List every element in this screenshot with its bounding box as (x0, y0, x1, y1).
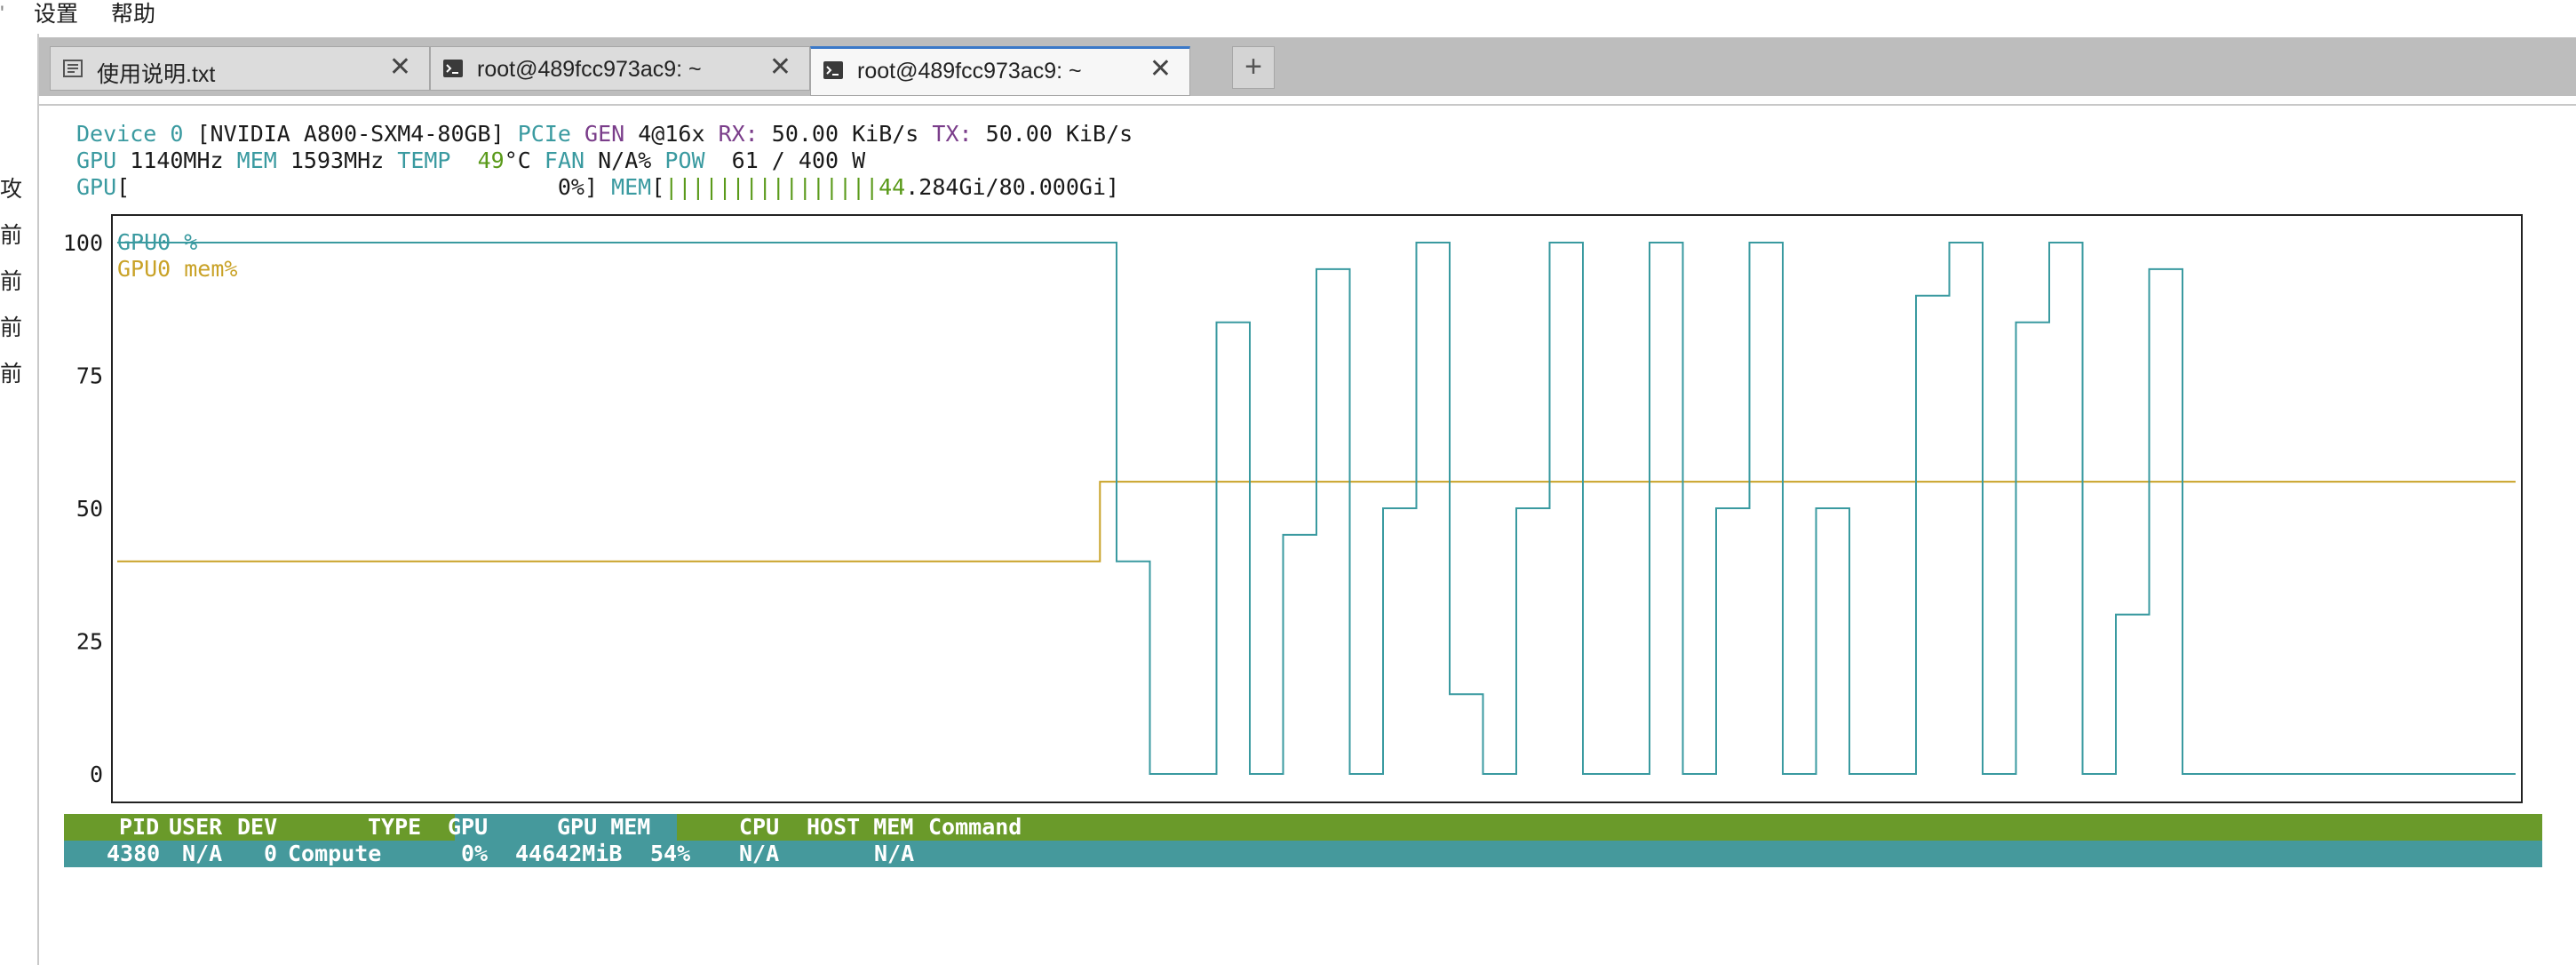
y-tick-label: 25 (76, 629, 103, 655)
row-host-mem: N/A (874, 841, 915, 866)
menu-item-settings[interactable]: 设置 (34, 2, 79, 27)
gpu-util-label: GPU (76, 174, 117, 200)
header-pid: PID (119, 814, 160, 840)
temp-value: 49 (477, 148, 505, 173)
tx-label: TX: (932, 121, 973, 147)
tab-label: 使用说明.txt (97, 62, 216, 87)
y-tick-label: 50 (76, 496, 103, 522)
left-panel-text[interactable]: 前 (0, 223, 23, 248)
clock-info-line: GPU 1140MHz MEM 1593MHz TEMP 49°C FAN N/… (76, 148, 865, 174)
new-tab-button[interactable]: + (1232, 46, 1275, 89)
y-tick-label: 100 (63, 230, 103, 256)
series-line-gpu-util (117, 242, 2516, 775)
left-panel-text[interactable]: 前 (0, 362, 23, 387)
mem-total-value: .284Gi/80.000Gi] (905, 174, 1120, 200)
tab-terminal-2-active[interactable]: root@489fcc973ac9: ~ ✕ (810, 46, 1190, 96)
gen-value: 4@16x (638, 121, 705, 147)
left-panel-text[interactable]: 前 (0, 315, 23, 340)
document-icon (63, 60, 83, 77)
terminal-icon (443, 60, 463, 77)
header-user: USER (169, 814, 223, 840)
left-side-panel: 攻 前 前 前 前 (0, 34, 39, 965)
header-type: TYPE (368, 814, 422, 840)
temp-unit: °C (504, 148, 531, 173)
legend-entry: GPU0 mem% (117, 256, 237, 282)
header-host-mem: HOST MEM (807, 814, 914, 840)
header-command: Command (928, 814, 1022, 840)
left-panel-text[interactable]: 攻 (0, 177, 23, 202)
tab-readme[interactable]: 使用说明.txt ✕ (50, 46, 430, 91)
terminal-icon (823, 61, 843, 79)
row-pid: 4380 (107, 841, 161, 866)
pow-value: 61 / 400 W (731, 148, 866, 173)
mem-bar-open: [ (651, 174, 665, 200)
row-dev: 0 (264, 841, 278, 866)
terminal-view[interactable]: Device 0 [NVIDIA A800-SXM4-80GB] PCIe GE… (39, 106, 2576, 965)
row-user: N/A (182, 841, 223, 866)
fan-value: N/A% (598, 148, 652, 173)
close-icon[interactable]: ✕ (768, 52, 791, 82)
device-info-line: Device 0 [NVIDIA A800-SXM4-80GB] PCIe GE… (76, 121, 1133, 148)
gpu-clock-label: GPU (76, 148, 117, 173)
header-gpu: GPU (448, 814, 489, 840)
row-cpu: N/A (739, 841, 780, 866)
close-icon[interactable]: ✕ (388, 52, 411, 82)
rx-value: 50.00 KiB/s (771, 121, 919, 147)
gen-label: GEN (584, 121, 625, 147)
header-dev: DEV (237, 814, 278, 840)
tab-label: root@489fcc973ac9: ~ (857, 59, 1082, 84)
chart-frame (111, 214, 2523, 803)
header-cpu: CPU (739, 814, 780, 840)
tab-label: root@489fcc973ac9: ~ (477, 57, 702, 82)
pcie-label: PCIe (517, 121, 571, 147)
gpu-bar-open: [ (116, 174, 131, 200)
tab-bar: 使用说明.txt ✕ root@489fcc973ac9: ~ ✕ root@4… (39, 37, 2576, 96)
mem-clock-label: MEM (236, 148, 277, 173)
mem-util-label: MEM (611, 174, 652, 200)
gpu-name: [NVIDIA A800-SXM4-80GB] (196, 121, 505, 147)
usage-bar-line: GPU[ 0%] MEM[||||||||||||||||44.284Gi/80… (76, 174, 1119, 201)
header-gpu-mem: GPU MEM (557, 814, 651, 840)
divider (39, 104, 2576, 106)
process-table-header: PID USER DEV TYPE GPU GPU MEM CPU HOST M… (64, 814, 2542, 841)
rx-label: RX: (718, 121, 759, 147)
fan-label: FAN (544, 148, 585, 173)
gpu-usage-chart: 100 75 50 25 0 GPU0 %GPU0 mem% (63, 214, 2523, 803)
menu-item-help[interactable]: 帮助 (111, 2, 156, 27)
mem-usage-bar: |||||||||||||||| (664, 174, 879, 200)
row-gpu: 0% (461, 841, 489, 866)
row-type: Compute (288, 841, 382, 866)
temp-label: TEMP (397, 148, 451, 173)
mem-clock-value: 1593MHz (290, 148, 385, 173)
legend-entry: GPU0 % (117, 229, 197, 255)
y-tick-label: 75 (76, 363, 103, 389)
close-icon[interactable]: ✕ (1149, 54, 1172, 84)
series-line-gpu-mem (117, 481, 2516, 562)
pow-label: POW (664, 148, 705, 173)
tab-terminal-1[interactable]: root@489fcc973ac9: ~ ✕ (430, 46, 810, 91)
gpu-clock-value: 1140MHz (130, 148, 224, 173)
y-tick-label: 0 (90, 762, 103, 787)
left-panel-text[interactable]: 前 (0, 269, 23, 294)
row-gpu-mem-pct: 54% (650, 841, 691, 866)
menu-edge-fragment: ' (0, 2, 4, 27)
device-label: Device 0 (76, 121, 184, 147)
tx-value: 50.00 KiB/s (985, 121, 1133, 147)
row-gpu-mem: 44642MiB (515, 841, 623, 866)
mem-used-value: 44 (879, 174, 906, 200)
menu-bar: ' 设置 帮助 (0, 0, 2576, 34)
process-row[interactable]: 4380 N/A 0 Compute 0% 44642MiB 54% N/A N… (64, 841, 2542, 867)
gpu-util-value: 0%] (557, 174, 599, 200)
